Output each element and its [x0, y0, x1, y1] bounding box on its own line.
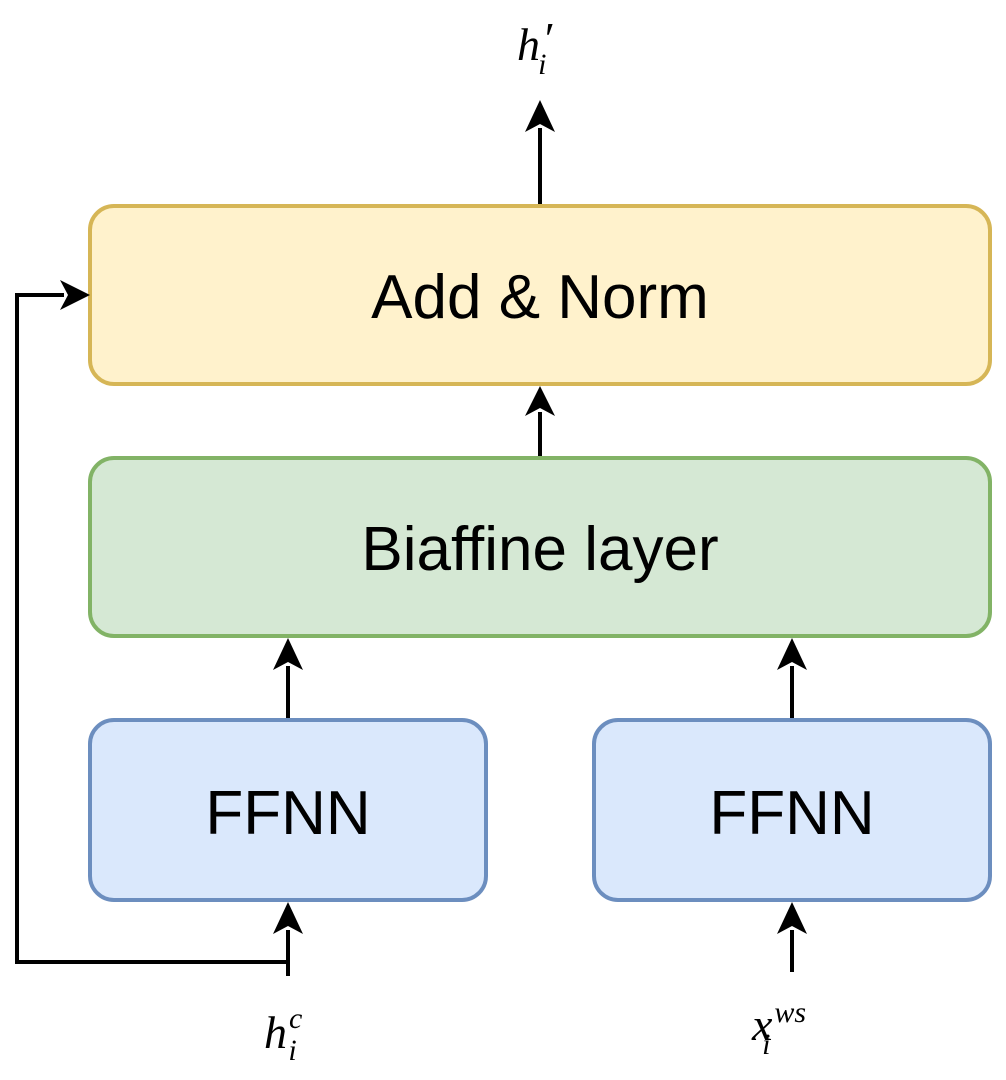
output-label: h′i — [517, 13, 553, 81]
add-norm-box: Add & Norm — [88, 204, 992, 386]
ffnn-right-label: FFNN — [709, 779, 874, 848]
ffnn-right-box: FFNN — [592, 718, 992, 902]
add-norm-label: Add & Norm — [371, 263, 709, 332]
biaffine-layer-label: Biaffine layer — [361, 515, 718, 584]
residual-connection-arrow — [15, 280, 288, 964]
ffnn-left-label: FFNN — [205, 779, 370, 848]
ffnn-left-box: FFNN — [88, 718, 488, 902]
arrow-biaffine-to-add-norm — [525, 386, 555, 458]
biaffine-layer-box: Biaffine layer — [88, 456, 992, 638]
arrow-add-norm-to-output — [525, 100, 555, 206]
arrow-input-right-to-ffnn — [777, 902, 807, 972]
arrow-input-left-to-ffnn — [273, 902, 303, 976]
arrow-left-ffnn-to-biaffine — [273, 638, 303, 720]
arrow-right-ffnn-to-biaffine — [777, 638, 807, 720]
